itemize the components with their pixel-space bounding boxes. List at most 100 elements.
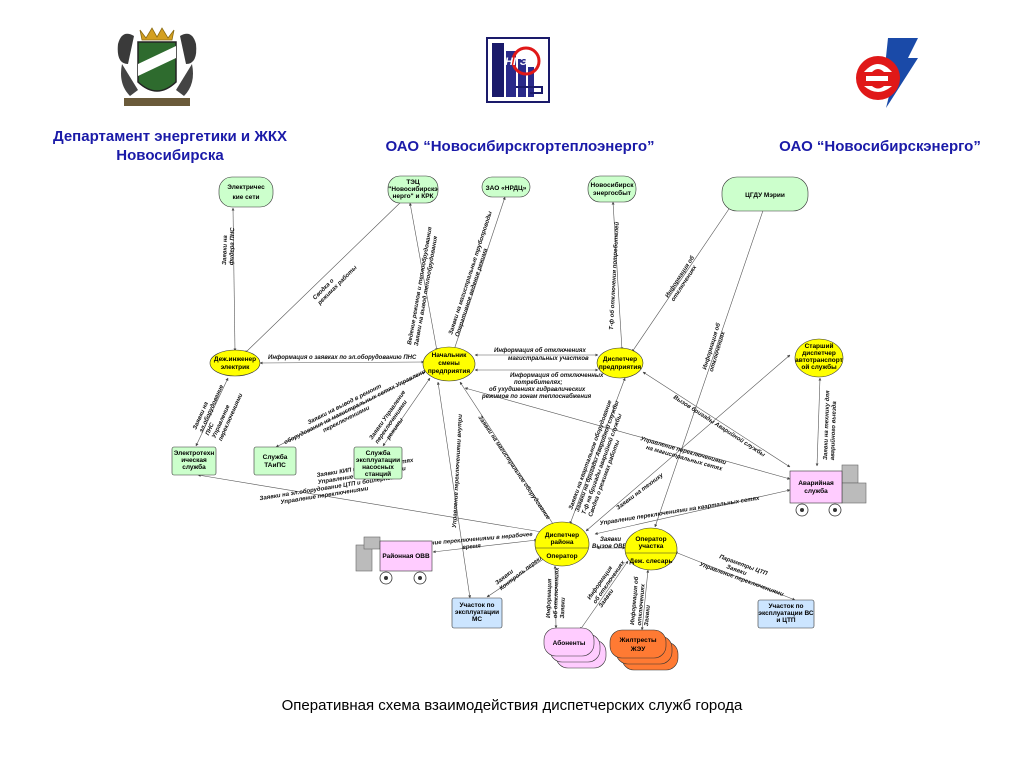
node-nrdc-l1: ЗАО «НРДЦ» [486, 185, 527, 192]
edge-label-e4-1: Заявки на магистральные трубопроводы [447, 210, 494, 336]
node-enterprise-dispatcher-l1: Диспетчер [603, 356, 637, 363]
node-ms-site: Участок по эксплуатации МС [451, 597, 503, 629]
node-emergency-l1: Аварийная [798, 479, 834, 487]
node-pump-service-l4: станций [365, 470, 391, 478]
edge-label-e8-1: Информация об отключениях [494, 347, 586, 354]
node-electrotech-l3: служба [182, 463, 206, 471]
node-duty-engineer-l1: Деж.инженер [214, 356, 256, 363]
ngte-logo-text: НГЭ [505, 56, 528, 68]
edge-label-e27-1: Информация об [629, 576, 640, 625]
edge-label-e25-1: Информация [545, 578, 553, 618]
edge-label-e19-1: Заявки на технику [616, 472, 666, 511]
node-senior-transport-l3: автотранспорт [795, 357, 843, 364]
node-pump-service-l3: насосных [362, 464, 394, 471]
node-subscribers-l1: Абоненты [553, 639, 586, 647]
edge-label-e5-1: Т-ф об отключения потребителей [608, 221, 621, 330]
node-electric-nets-l1: Электричес [227, 184, 265, 191]
edge-duty-chief [259, 360, 425, 365]
edge-siteop-vs [674, 551, 796, 601]
node-enterprise-dispatcher: Диспетчер предприятия [596, 347, 644, 379]
node-energosbyt: Новосибирск энергосбыт [587, 175, 637, 203]
node-housing-l2: ЖЭУ [630, 646, 646, 653]
node-vs-site-l1: Участок по [768, 603, 803, 610]
department-title: Департамент энергетики и ЖКХ Новосибирск… [20, 127, 320, 165]
node-district-dispatcher: Диспетчер района Оператор [534, 521, 590, 567]
edge-label-e9-1: Информация об отключенных [510, 372, 604, 379]
node-senior-transport-l4: ой службы [801, 363, 837, 371]
edge-nrdc-chief [453, 196, 506, 351]
node-district-ovv: Районная ОВВ [355, 536, 433, 585]
node-pump-service-l2: эксплуатации [356, 457, 400, 464]
node-senior-transport-l1: Старший [805, 342, 834, 350]
node-duty-engineer: Деж.инженер электрик [209, 349, 261, 377]
node-vs-site: Участок по эксплуатации ВС и ЦТП [757, 599, 815, 629]
node-tec: ТЭЦ "Новосибирскэ нерго" и КРК [387, 175, 439, 204]
ngte-logo: НГЭ [486, 37, 550, 103]
ngte-title: ОАО “Новосибирскгортеплоэнерго” [385, 138, 655, 155]
node-ms-site-l2: эксплуатации [455, 609, 499, 616]
department-title-line2: Новосибирска [116, 147, 224, 164]
edge-label-e23-1: Управление переключениями внутри [452, 414, 464, 528]
node-site-operator-l1: Оператор [635, 536, 666, 543]
edge-tec-duty [244, 198, 405, 354]
novosibirskenergo-logo [856, 38, 918, 108]
edge-siteop-housing [640, 569, 650, 631]
node-duty-fitter-l1: Деж. слесарь [630, 558, 673, 565]
department-title-line1: Департамент энергетики и ЖКХ [52, 128, 288, 145]
edge-duty-electrotech [195, 377, 229, 447]
edge-label-e15-2: аварийного выезда [829, 400, 838, 460]
node-emergency-l2: служба [804, 487, 828, 495]
edge-label-e1-1: Заявки на [222, 235, 229, 266]
edge-label-e8-2: магистральных участков [508, 356, 589, 362]
edge-siteop-subscribers [579, 560, 629, 631]
node-pump-service-l1: Служба [366, 449, 391, 457]
node-cgdu-l1: ЦГДУ Мэрии [745, 192, 785, 199]
edge-label-e7-1: Информация о заявках по эл.оборудованию … [268, 354, 417, 361]
node-electric-nets: Электричес кие сети [218, 176, 274, 208]
node-pump-service: Служба эксплуатации насосных станций [353, 446, 403, 480]
node-operator-l1: Оператор [546, 553, 577, 560]
edge-label-e22-2: Вызов ОВБ [592, 544, 627, 550]
node-taips-l1: Служба [263, 453, 288, 461]
node-ms-site-l1: Участок по [459, 602, 494, 609]
node-vs-site-l3: и ЦТП [776, 617, 796, 624]
edge-label-e25-3: Заявки [560, 597, 567, 619]
node-electrotech-l1: Электротехн [174, 450, 215, 457]
edge-label-e15-1: Заявки на технику для [823, 390, 831, 460]
node-cgdu: ЦГДУ Мэрии [721, 176, 809, 212]
node-district-dispatcher-l1: Диспетчер [545, 532, 579, 539]
node-shift-chief: Начальник смены предприятия [422, 346, 476, 382]
node-district-dispatcher-l2: района [550, 538, 573, 546]
edge-label-e21-2: время [462, 543, 482, 551]
edge-district-subscribers [553, 565, 558, 629]
edge-chief-pump [382, 377, 431, 447]
edge-ovv-district [432, 538, 538, 554]
edge-label-e25-2: об отключениях [552, 567, 561, 619]
node-vs-site-l2: эксплуатации ВС [758, 610, 814, 617]
edge-label-e9-3: об ухудшениях гидравлических [489, 386, 586, 393]
node-shift-chief-l1: Начальник [432, 352, 468, 359]
edge-label-e10-3: ПНС [205, 422, 216, 437]
node-enterprise-dispatcher-l2: предприятия [599, 364, 642, 371]
node-subscribers: Абоненты [543, 627, 607, 669]
node-electrotech: Электротехн ическая служба [171, 446, 217, 476]
edge-label-e9-2: потребителях; [514, 379, 562, 386]
node-taips-l2: ТАиПС [264, 462, 286, 469]
edge-label-e22-1: Заявки [600, 537, 621, 543]
edge-label-e27-3: Заявки [644, 605, 652, 627]
node-tec-l1: ТЭЦ [406, 179, 420, 186]
node-housing: Жилтресты ЖЭУ [609, 629, 679, 671]
node-energosbyt-l2: энергосбыт [593, 189, 631, 197]
edge-electric-duty [231, 207, 237, 352]
edge-siteop-cgdu [654, 189, 771, 528]
node-energosbyt-l1: Новосибирск [591, 181, 635, 189]
node-senior-transport-l2: диспетчер [802, 350, 836, 357]
coat-of-arms-logo [117, 27, 197, 106]
edge-tec-chief [409, 202, 438, 352]
edge-transport-emergency [815, 377, 822, 467]
node-shift-chief-l2: смены [438, 360, 460, 367]
node-site-operator-l2: участка [639, 543, 664, 550]
edge-label-e13-1: Заявки на магистральное оборудование [476, 414, 552, 521]
edge-sbyt-disp [611, 201, 624, 351]
